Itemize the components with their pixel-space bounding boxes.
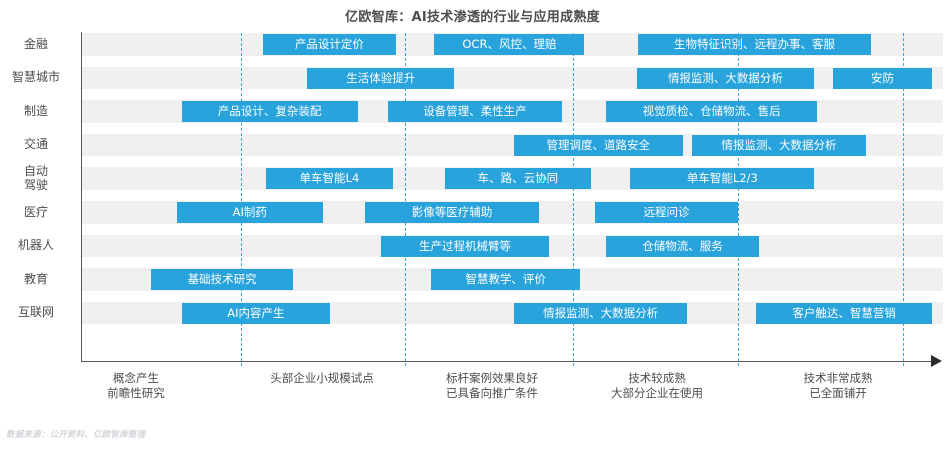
category-label-line: 医疗	[23, 204, 48, 219]
stage-label-line: 技术较成熟	[628, 371, 686, 385]
application-bar[interactable]: 设备管理、柔性生产	[388, 101, 562, 123]
application-bar[interactable]: 单车智能L4	[265, 168, 393, 190]
application-bar[interactable]: 安防	[832, 67, 933, 89]
category-label-金融: 金融	[0, 37, 72, 51]
category-label-智慧城市: 智慧城市	[0, 70, 72, 84]
category-label-自动驾驶: 自动驾驶	[0, 164, 72, 192]
category-label-line: 金融	[23, 36, 48, 51]
category-label-line: 互联网	[17, 305, 54, 320]
gridline	[405, 33, 406, 366]
category-label-line: 机器人	[17, 238, 54, 253]
stage-label-line: 概念产生	[113, 371, 159, 385]
stage-label-5: 技术非常成熟已全面铺开	[748, 371, 928, 401]
stage-label-line: 大部分企业在使用	[611, 386, 703, 400]
application-bar[interactable]: 生物特征识别、远程办事、客服	[638, 34, 871, 55]
application-bar[interactable]: 情报监测、大数据分析	[636, 67, 815, 89]
stage-label-4: 技术较成熟大部分企业在使用	[567, 371, 747, 401]
application-bar[interactable]: 生活体验提升	[307, 67, 455, 89]
application-bar[interactable]: 仓储物流、服务	[605, 235, 760, 257]
category-label-医疗: 医疗	[0, 205, 72, 219]
gridline	[241, 33, 242, 366]
gridline	[903, 33, 904, 366]
application-bar[interactable]: 视觉质检、仓储物流、售后	[605, 101, 818, 123]
category-label-制造: 制造	[0, 104, 72, 118]
application-bar[interactable]: 管理调度、道路安全	[514, 134, 683, 156]
application-bar[interactable]: AI制药	[176, 202, 323, 223]
category-label-line: 驾驶	[23, 177, 48, 192]
category-label-机器人: 机器人	[0, 238, 72, 252]
stage-label-line: 前瞻性研究	[107, 386, 165, 400]
category-label-line: 自动	[23, 163, 48, 178]
application-bar[interactable]: 远程问诊	[595, 202, 738, 223]
x-axis-line	[81, 361, 933, 362]
gridline	[738, 33, 739, 366]
stage-label-line: 标杆案例效果良好	[446, 371, 538, 385]
application-bar[interactable]: 客户触达、智慧营销	[756, 302, 933, 324]
category-label-教育: 教育	[0, 272, 72, 286]
application-bar[interactable]: 产品设计定价	[262, 34, 397, 55]
application-bar[interactable]: 情报监测、大数据分析	[691, 134, 867, 156]
application-bar[interactable]: 车、路、云协同	[445, 168, 591, 190]
application-bar[interactable]: 产品设计、复杂装配	[181, 101, 358, 123]
stage-label-line: 已全面铺开	[809, 386, 867, 400]
category-label-互联网: 互联网	[0, 305, 72, 319]
application-bar[interactable]: 情报监测、大数据分析	[514, 302, 688, 324]
category-label-line: 智慧城市	[11, 70, 60, 85]
application-bar[interactable]: 生产过程机械臂等	[380, 235, 550, 257]
stage-label-2: 头部企业小规模试点	[232, 371, 412, 386]
category-label-交通: 交通	[0, 137, 72, 151]
category-label-line: 教育	[23, 271, 48, 286]
y-axis-line	[81, 32, 82, 362]
stage-label-3: 标杆案例效果良好已具备向推广条件	[402, 371, 582, 401]
source-note: 数据来源：公开资料、亿欧智库整理	[6, 430, 146, 440]
stage-label-line: 已具备向推广条件	[446, 386, 538, 400]
stage-label-line: 头部企业小规模试点	[270, 371, 374, 385]
application-bar[interactable]: AI内容产生	[181, 302, 331, 324]
category-label-line: 制造	[23, 103, 48, 118]
application-bar[interactable]: OCR、风控、理赔	[434, 34, 585, 55]
gridline	[573, 33, 574, 366]
x-axis-arrow-icon	[931, 355, 942, 367]
application-bar[interactable]: 智慧教学、评价	[431, 269, 580, 291]
stage-label-1: 概念产生前瞻性研究	[46, 371, 226, 401]
application-bar[interactable]: 基础技术研究	[150, 269, 294, 291]
page-title: 亿欧智库：AI技术渗透的行业与应用成熟度	[345, 10, 600, 25]
application-bar[interactable]: 影像等医疗辅助	[365, 202, 539, 223]
stage-label-line: 技术非常成熟	[803, 371, 873, 385]
category-label-line: 交通	[23, 137, 48, 152]
application-bar[interactable]: 单车智能L2/3	[630, 168, 815, 190]
